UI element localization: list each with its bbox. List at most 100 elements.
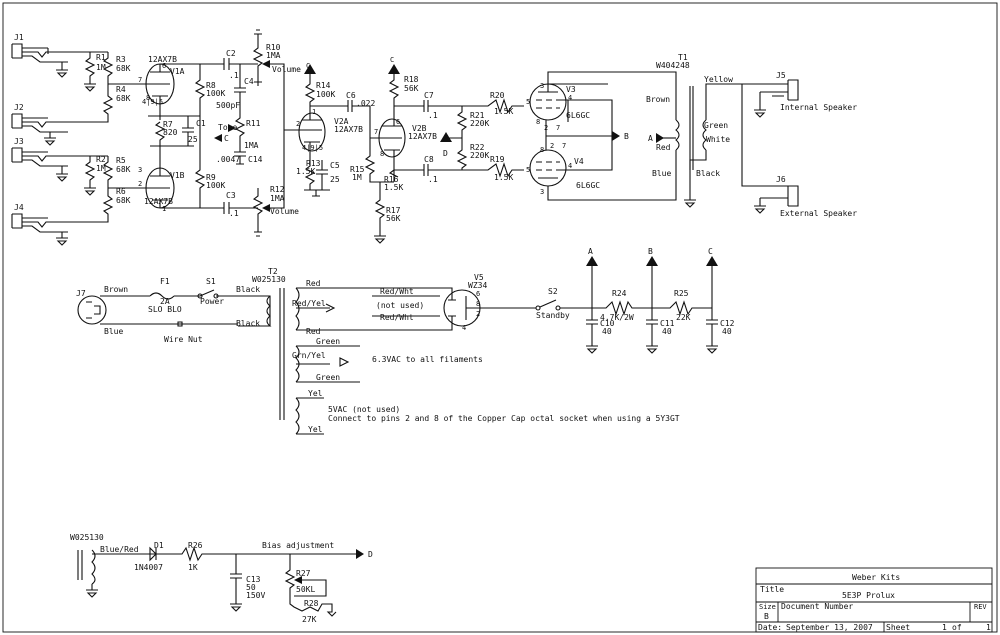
c3-value: .1: [229, 209, 239, 218]
bias-transformer-part: W025130: [70, 533, 104, 542]
r14-label: R14: [316, 81, 331, 90]
r4-value: 68K: [116, 94, 131, 103]
output-transformer-t1: T1 W404248 A Brown Red Blue Green White …: [646, 53, 772, 208]
c5-label: C5: [330, 161, 340, 170]
output-drive-network: C7 .1 R20 1.5K C8 .1 R19 1.5K R21 220K R…: [394, 91, 524, 184]
svg-text:C: C: [306, 62, 310, 70]
c3-label: C3: [226, 191, 236, 200]
company-name: Weber Kits: [852, 573, 900, 582]
jack-j4-label: J4: [14, 203, 24, 212]
c10-label: C10: [600, 319, 615, 328]
r5-value: 68K: [116, 165, 131, 174]
rectifier-v5: V5 WZ34 6 8 2 4: [440, 273, 536, 332]
sheet-number: 1: [942, 623, 947, 632]
svg-text:7: 7: [556, 124, 560, 132]
v4-type-label: 6L6GC: [576, 181, 600, 190]
node-a-t1: A: [648, 134, 653, 143]
jack-j6-label: J6: [776, 175, 786, 184]
node-c-tone: C: [224, 134, 229, 143]
wire-black: Black: [696, 169, 720, 178]
svg-text:2: 2: [550, 142, 554, 150]
r14-value: 100K: [316, 90, 335, 99]
v5-label: V5: [474, 273, 484, 282]
tone-label: Tone: [218, 123, 237, 132]
fivevac-note: 5VAC (not used): [328, 405, 400, 414]
r7-label: R7: [163, 120, 173, 129]
tube-v2a: C R14 100K 2 1 4|9|5 V2A 12AX7B 1.5K R13…: [296, 62, 375, 197]
svg-text:3: 3: [138, 166, 142, 174]
r12-value: 1MA: [270, 194, 285, 203]
r24-label: R24: [612, 289, 627, 298]
t2-part-label: W025130: [252, 275, 286, 284]
c7-value: .1: [428, 111, 438, 120]
date-value: September 13, 2007: [786, 623, 873, 632]
r19-value: 1.5K: [494, 173, 513, 182]
s1-label: S1: [206, 277, 216, 286]
r21-label: R21: [470, 111, 485, 120]
power-tubes: V3 3 4 5 8 2 7 6L6GC V4 6L6GC 8 2 7 5 4 …: [526, 71, 677, 201]
svg-text:7: 7: [562, 142, 566, 150]
sheet-label: Sheet: [886, 623, 910, 632]
v3-type-label: 6L6GC: [566, 111, 590, 120]
svg-text:4: 4: [568, 162, 572, 170]
wire-redyel: Red/Yel: [292, 299, 326, 308]
c6-label: C6: [346, 91, 356, 100]
wire-blue-red: Blue/Red: [100, 545, 139, 554]
r4-label: R4: [116, 85, 126, 94]
c12-label: C12: [720, 319, 735, 328]
svg-text:3: 3: [540, 82, 544, 90]
date-label: Date:: [758, 623, 782, 632]
c5-value: 25: [330, 175, 340, 184]
r1-value: 1M: [96, 63, 106, 72]
wire-red-hv1: Red: [306, 279, 321, 288]
jack-j2-label: J2: [14, 103, 24, 112]
svg-text:4|9|5: 4|9|5: [142, 98, 163, 106]
node-d-label: D: [443, 149, 448, 158]
s2-label: S2: [548, 287, 558, 296]
fuse-type: SLO BLO: [148, 305, 182, 314]
svg-text:3: 3: [540, 188, 544, 196]
r7-value: 820: [163, 128, 178, 137]
r6-value: 68K: [116, 196, 131, 205]
wire-green-fil2: Green: [316, 373, 340, 382]
speaker-jacks: J5 Internal Speaker J6 External Speaker: [754, 71, 857, 218]
c13-label: C13: [246, 575, 261, 584]
v2a-label: V2A: [334, 117, 349, 126]
wire-brown-mains: Brown: [104, 285, 128, 294]
volume-tone-controls: R10 1MA Volume C4 500pF Tone R11 1MA C14…: [214, 29, 301, 237]
r15-value: 1M: [352, 173, 362, 182]
wire-yel2: Yel: [308, 425, 323, 434]
external-speaker-label: External Speaker: [780, 209, 857, 218]
c13-value2: 150V: [246, 591, 265, 600]
v1b-type-label: 12AX7B: [144, 197, 173, 206]
wire-nut-label: Wire Nut: [164, 335, 203, 344]
v2b-type-label: 12AX7B: [408, 132, 437, 141]
r9-value: 100K: [206, 181, 225, 190]
r2-label: R2: [96, 155, 106, 164]
r19-label: R19: [490, 155, 505, 164]
r6-label: R6: [116, 187, 126, 196]
svg-text:4: 4: [568, 94, 572, 102]
svg-text:8: 8: [476, 300, 480, 308]
svg-text:2: 2: [138, 180, 142, 188]
r15-label: R15: [350, 165, 365, 174]
wire-blue-mains: Blue: [104, 327, 123, 336]
v3-label: V3: [566, 85, 576, 94]
svg-text:2: 2: [476, 310, 480, 318]
r22-label: R22: [470, 143, 485, 152]
svg-text:5: 5: [526, 166, 530, 174]
title-block: Weber Kits Title 5E3P Prolux Size B Docu…: [755, 567, 993, 633]
input-jacks: J1 J2 J3 J4: [11, 33, 68, 246]
wire-redwht2: Red/Wht: [380, 313, 414, 322]
size-value: B: [764, 612, 769, 621]
r18-value: 56K: [404, 84, 419, 93]
c13-value1: 50: [246, 583, 256, 592]
c1-label: C1: [196, 119, 206, 128]
r20-label: R20: [490, 91, 505, 100]
d1-part: 1N4007: [134, 563, 163, 572]
input-resistors: R1 1M R3 68K R4 68K R2 1M R5 68K R6 68K: [68, 51, 136, 223]
svg-text:8: 8: [146, 94, 150, 102]
r17-value: 56K: [386, 214, 401, 223]
r16-label: R16: [384, 175, 399, 184]
